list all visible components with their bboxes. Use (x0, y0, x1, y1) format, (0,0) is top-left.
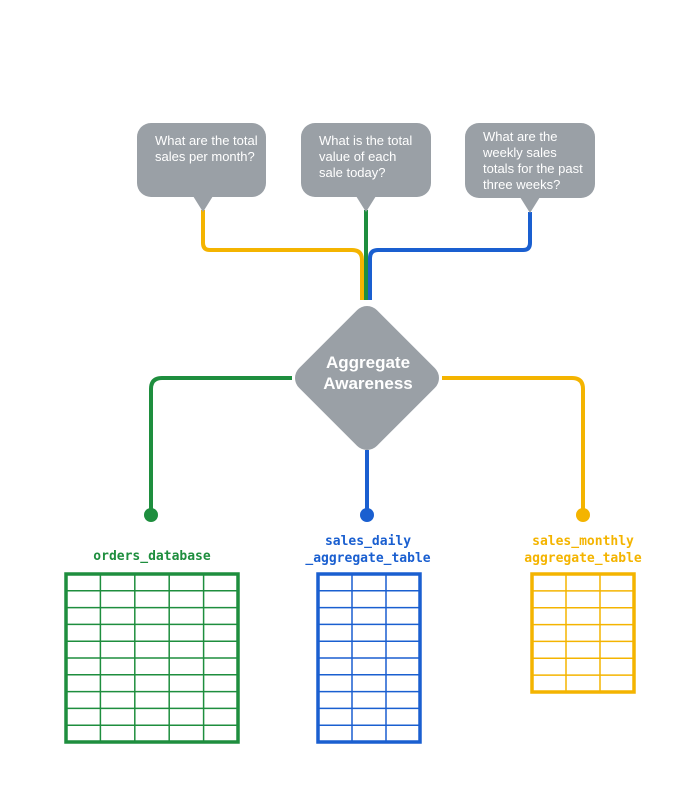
endpoint-dot-daily (360, 508, 374, 522)
bubble-tail-monthly (193, 196, 213, 212)
sales-daily-table (316, 572, 422, 744)
question-bubble-monthly: What are the total sales per month? (137, 123, 266, 197)
question-text-monthly: What are the total sales per month? (155, 133, 258, 164)
sales-monthly-table-outline (530, 572, 636, 694)
question-text-daily: What is the total value of each sale tod… (319, 133, 413, 180)
question-bubble-weekly: What are the weekly sales totals for the… (465, 123, 595, 198)
endpoint-dot-orders (144, 508, 158, 522)
table-label-sales-daily: sales_daily _aggregate_table (305, 534, 431, 566)
question-bubble-daily: What is the total value of each sale tod… (301, 123, 431, 197)
connector-weekly-question (368, 212, 532, 300)
question-text-weekly: What are the weekly sales totals for the… (483, 129, 583, 192)
hub-label: Aggregate Awareness (288, 352, 448, 394)
table-label-sales-monthly: sales_monthly aggregate_table (524, 534, 642, 566)
connector-orders-database (149, 376, 292, 514)
hub-label-line1: Aggregate (325, 353, 411, 372)
connector-sales-monthly (442, 376, 585, 514)
sales-monthly-table (530, 572, 636, 694)
table-label-orders-database: orders_database (93, 549, 211, 564)
tables-layer (64, 572, 636, 744)
connector-monthly-question (201, 210, 364, 300)
aggregate-awareness-diamond (295, 306, 439, 450)
hub-label-line2: Awareness (323, 374, 413, 393)
bubble-tail-daily (356, 196, 376, 212)
bubble-tail-weekly (520, 197, 540, 213)
endpoint-dot-monthly (576, 508, 590, 522)
orders-database-table (64, 572, 240, 744)
